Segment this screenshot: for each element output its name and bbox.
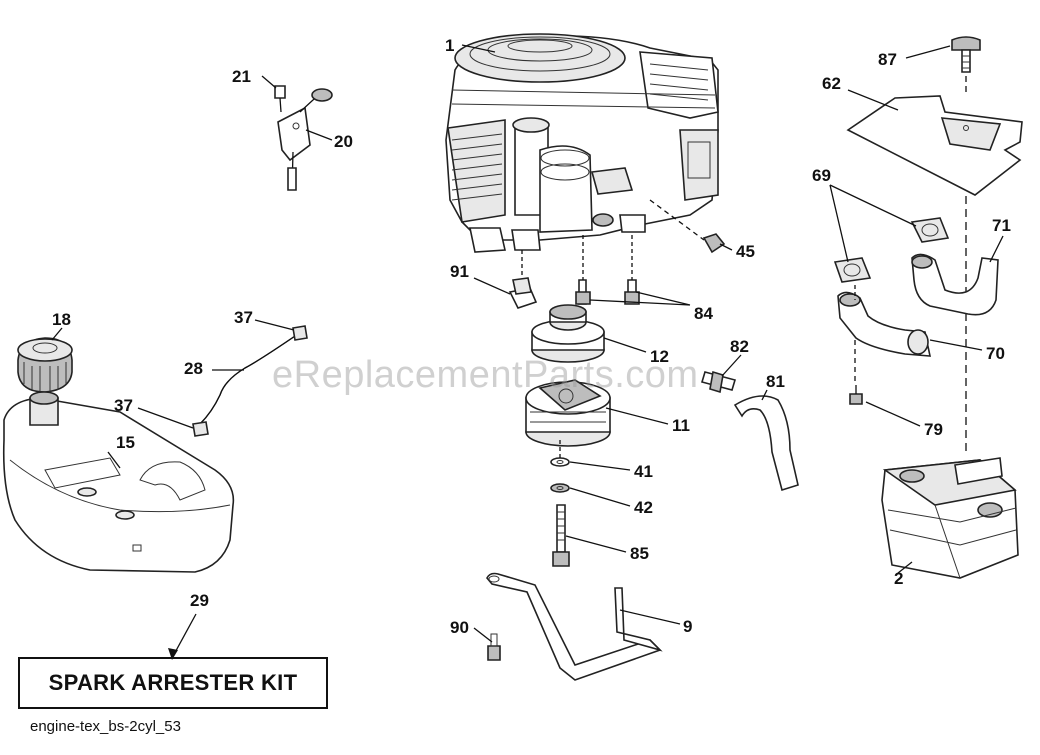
callout-21: 21 [232,67,251,86]
clutch-fasteners [550,440,570,567]
callout-labels: 1 21 20 87 62 69 71 70 79 2 45 91 84 12 … [52,36,1011,637]
callout-1: 1 [445,36,454,55]
callout-28: 28 [184,359,203,378]
engine-drawing [445,33,719,253]
callout-37-bottom: 37 [114,396,133,415]
callout-45: 45 [736,242,755,261]
callout-79: 79 [924,420,943,439]
callout-90: 90 [450,618,469,637]
spark-arrester-kit-label: SPARK ARRESTER KIT [18,657,328,709]
diagram-id: engine-tex_bs-2cyl_53 [30,718,181,735]
fuel-tank-drawing [2,391,235,573]
callout-62: 62 [822,74,841,93]
muffler-drawing [881,457,1019,579]
callout-41: 41 [634,462,653,481]
callout-15: 15 [116,433,135,452]
callout-20: 20 [334,132,353,151]
callout-84: 84 [694,304,713,323]
hose-assembly [700,370,799,492]
callout-81: 81 [766,372,785,391]
callout-87: 87 [878,50,897,69]
callout-91: 91 [450,262,469,281]
callout-69: 69 [812,166,831,185]
callout-42: 42 [634,498,653,517]
heat-shield-assembly [846,36,1023,455]
fuel-line-drawing [192,325,308,437]
exhaust-assembly [833,217,999,405]
callout-11: 11 [672,416,690,435]
engine-fasteners [508,199,726,309]
leader-lines [51,44,1004,660]
callout-85: 85 [630,544,649,563]
pulley-drawing [531,304,605,363]
callout-70: 70 [986,344,1005,363]
callout-82: 82 [730,337,749,356]
clutch-bracket-drawing [486,572,663,681]
dipstick-assembly [274,85,333,191]
callout-18: 18 [52,310,71,329]
callout-71: 71 [992,216,1011,235]
callout-29: 29 [190,591,209,610]
callout-37-top: 37 [234,308,253,327]
clutch-drawing [525,379,611,447]
callout-9: 9 [683,617,692,636]
fuel-cap-drawing [17,337,73,393]
callout-12: 12 [650,347,669,366]
callout-2: 2 [894,569,903,588]
